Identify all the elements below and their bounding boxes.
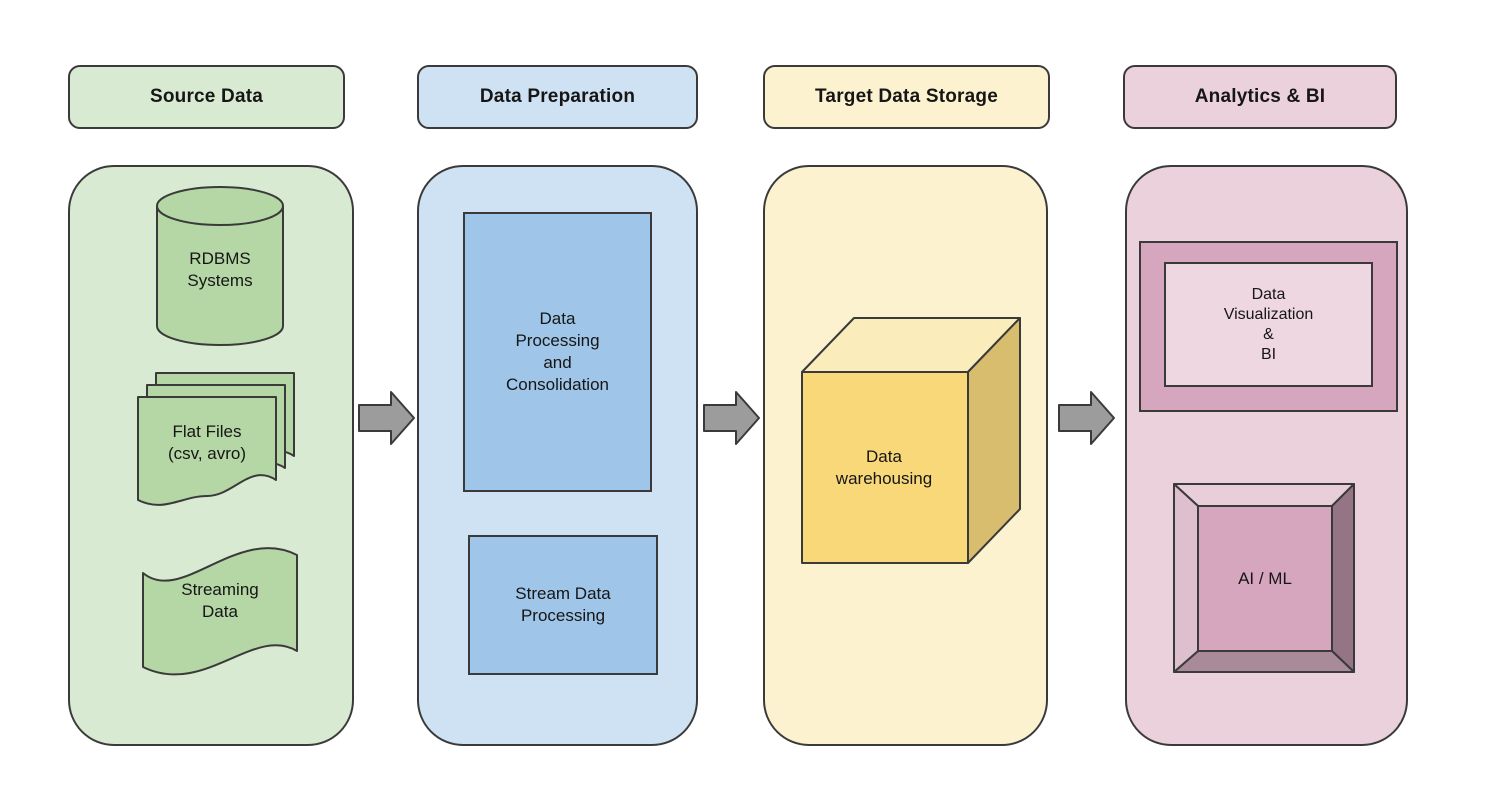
beveled-frame-icon <box>1173 483 1355 673</box>
header-source-data: Source Data <box>68 65 345 129</box>
right-arrow-icon <box>1058 391 1115 445</box>
stream-data-processing-box: Stream Data Processing <box>468 535 658 675</box>
header-analytics-bi: Analytics & BI <box>1123 65 1397 129</box>
header-data-preparation-label: Data Preparation <box>479 86 636 107</box>
right-arrow-icon <box>358 391 415 445</box>
cube-icon <box>801 317 1021 564</box>
wave-document-icon <box>142 547 298 676</box>
header-target-data-storage: Target Data Storage <box>763 65 1050 129</box>
header-source-data-label: Source Data <box>149 86 264 107</box>
header-data-preparation: Data Preparation <box>417 65 698 129</box>
right-arrow-icon <box>703 391 760 445</box>
data-processing-consolidation-box: Data Processing and Consolidation <box>463 212 652 492</box>
framed-rectangle-icon: Data Visualization & BI <box>1139 241 1398 412</box>
document-stack-icon <box>137 372 295 506</box>
header-analytics-bi-label: Analytics & BI <box>1194 86 1326 107</box>
database-cylinder-icon <box>156 186 284 346</box>
data-visualization-bi-box: Data Visualization & BI <box>1164 262 1373 387</box>
header-target-data-storage-label: Target Data Storage <box>815 86 998 107</box>
